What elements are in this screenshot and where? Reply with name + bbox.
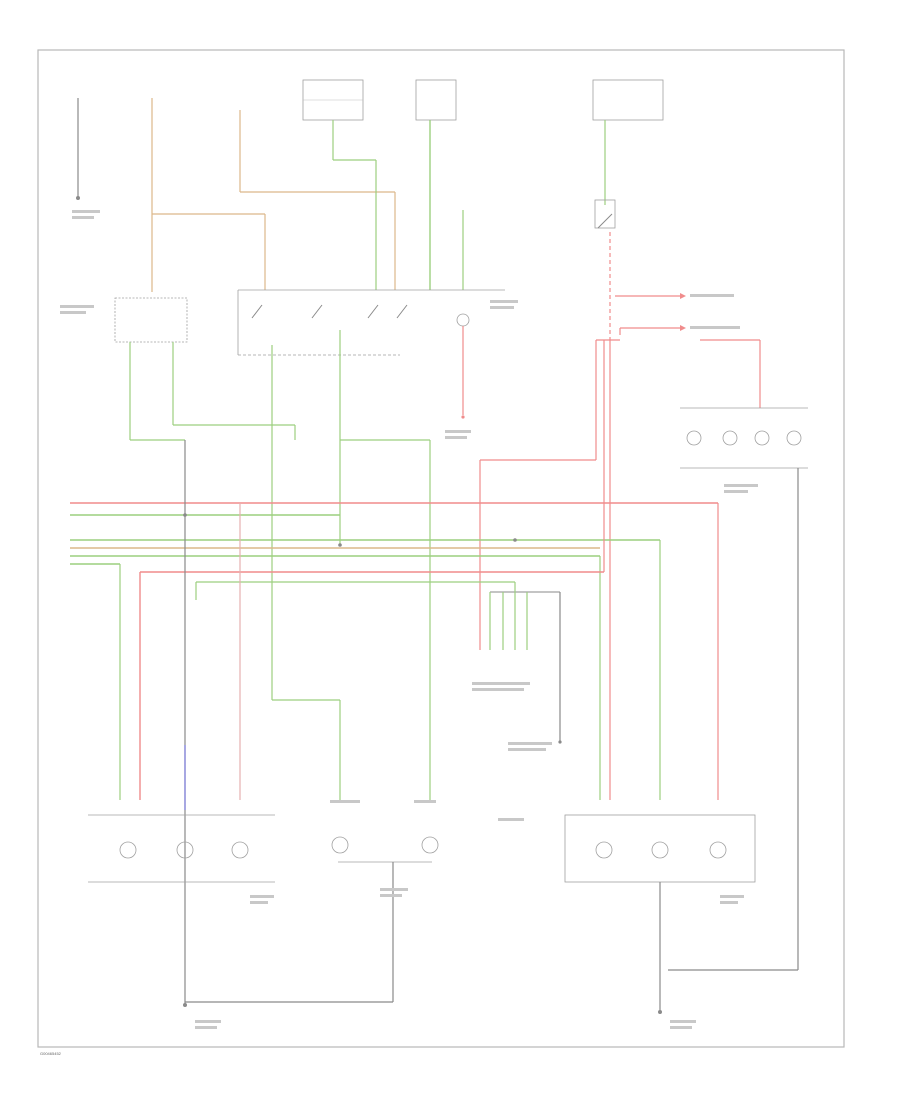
top-connector-boxes	[302, 79, 664, 121]
trailer-connector	[489, 582, 562, 744]
top-wires	[239, 110, 464, 290]
headlamp-switch-wires	[271, 330, 431, 800]
license-lamps	[183, 836, 439, 1007]
left-rear-lamp	[88, 745, 275, 883]
component-labels	[60, 210, 758, 1029]
headlamp-switch	[237, 289, 505, 419]
top-left-feeds	[76, 98, 266, 292]
bus-wires	[70, 340, 719, 1005]
turn-signal-switch	[114, 297, 296, 441]
right-rear-lamp	[564, 814, 756, 1014]
stop-lamp-feed	[479, 339, 620, 800]
diagram-frame	[37, 49, 845, 1048]
stop-lamp-switch	[594, 120, 761, 408]
high-mount-stop-lamp	[668, 407, 808, 971]
figure-number: G00465452	[40, 1051, 62, 1056]
